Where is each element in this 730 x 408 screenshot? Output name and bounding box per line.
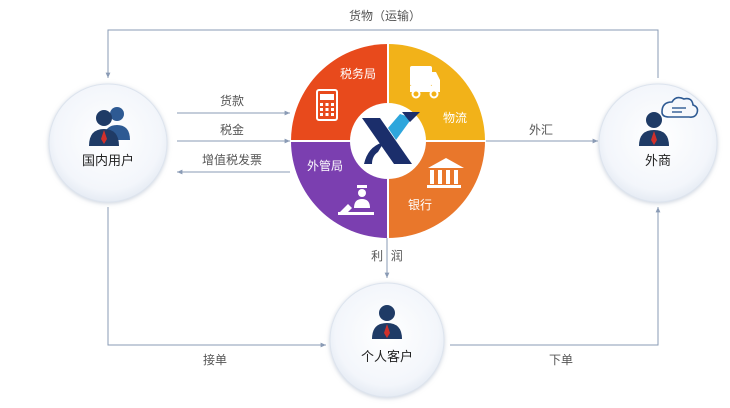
node-personal-customer: 个人客户 (329, 282, 445, 398)
goods-arrow (105, 29, 659, 78)
logistics-label: 物流 (443, 111, 467, 125)
accept-order-label: 接单 (203, 352, 227, 367)
customer-person-icon (372, 305, 402, 339)
fx-bureau-label: 外管局 (307, 158, 343, 173)
vat-invoice-label: 增值税发票 (202, 152, 262, 167)
loan-label: 货款 (220, 93, 244, 108)
domestic-user-label: 国内用户 (82, 153, 134, 169)
place-order-label: 下单 (549, 353, 573, 367)
personal-customer-label: 个人客户 (361, 349, 413, 365)
node-foreign-merchant: 外商 (598, 83, 718, 203)
bank-building-icon (427, 158, 464, 188)
tax-bureau-label: 税务局 (340, 66, 376, 81)
bank-label: 银行 (408, 198, 432, 212)
connectors (105, 29, 661, 348)
users-icon (89, 107, 130, 146)
x-logo-icon (350, 103, 426, 179)
fx-label: 外汇 (529, 123, 553, 137)
calculator-icon (316, 89, 338, 121)
truck-icon (410, 66, 440, 99)
foreign-merchant-label: 外商 (645, 154, 671, 169)
profit-label: 利 润 (371, 249, 403, 263)
accept-order-arrow (107, 207, 326, 348)
tax-label: 税金 (220, 122, 244, 137)
goods-label: 货物（运输） (349, 8, 421, 23)
speech-cloud-icon (661, 96, 699, 118)
place-order-arrow (450, 207, 661, 346)
hub: 税务局 物流 银行 外管局 (291, 44, 485, 238)
node-domestic-user: 国内用户 (48, 83, 168, 203)
edge-labels: 货物（运输） 货款 税金 增值税发票 外汇 利 润 接单 下单 (202, 6, 573, 367)
officer-icon (338, 185, 374, 215)
merchant-person-icon (639, 112, 669, 146)
